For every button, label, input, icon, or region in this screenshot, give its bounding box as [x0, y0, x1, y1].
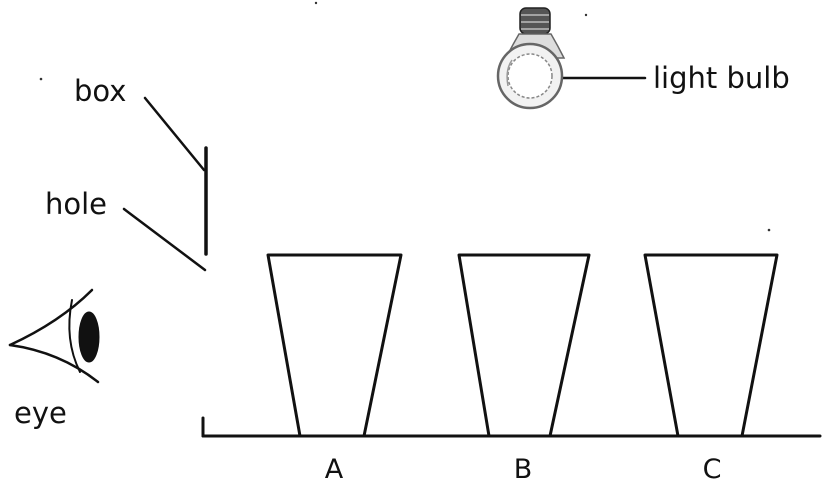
- cup-a: [266, 253, 403, 438]
- box-leader-line: [143, 96, 206, 172]
- cup-b-label: B: [514, 454, 533, 484]
- eye-label: eye: [14, 396, 67, 430]
- eye-icon: [8, 288, 100, 384]
- cup-a-label: A: [325, 454, 344, 484]
- box-label: box: [74, 74, 126, 108]
- ground-line: [201, 416, 822, 438]
- light-bulb-label: light bulb: [653, 61, 790, 95]
- cup-c-label: C: [703, 454, 722, 484]
- cup-b: [457, 253, 591, 438]
- cup-c: [643, 253, 779, 438]
- hole-leader-line: [122, 207, 207, 272]
- hole-label: hole: [45, 187, 107, 221]
- light-bulb-icon: [496, 7, 566, 110]
- scan-specks: [39, 1, 771, 232]
